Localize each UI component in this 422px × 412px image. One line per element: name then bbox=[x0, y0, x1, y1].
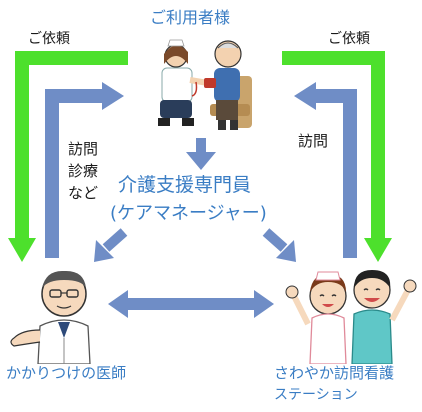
left-visit-label-line-2: 診療 bbox=[68, 162, 99, 180]
right-request-label: ご依頼 bbox=[328, 31, 370, 47]
nurses-illustration bbox=[285, 270, 417, 364]
user-with-nurse-illustration bbox=[158, 39, 252, 130]
diagonal-arrow-left bbox=[94, 228, 128, 262]
right-blue-visit-arrow bbox=[314, 89, 357, 258]
left-visit-label-line-1: 訪問 bbox=[68, 140, 99, 158]
diagonal-arrow-right bbox=[262, 228, 296, 262]
left-green-arrowhead bbox=[8, 238, 36, 262]
left-request-label: ご依頼 bbox=[28, 31, 70, 47]
center-down-arrow-shaft bbox=[196, 138, 206, 154]
left-blue-visit-arrow bbox=[45, 89, 104, 258]
right-green-arrowhead bbox=[364, 238, 392, 262]
doctor-label: かかりつけの医師 bbox=[6, 364, 127, 382]
user-title: ご利用者様 bbox=[150, 8, 231, 27]
left-blue-arrowhead bbox=[102, 82, 124, 110]
right-visit-label: 訪問 bbox=[298, 132, 329, 150]
station-label-line-2: ステーション bbox=[274, 387, 358, 403]
care-manager-subtitle: (ケアマネージャー) bbox=[110, 203, 267, 224]
double-arrow-doctor-station bbox=[108, 290, 274, 318]
right-blue-arrowhead bbox=[294, 82, 316, 110]
left-green-request-arrow bbox=[15, 51, 128, 240]
doctor-illustration bbox=[10, 270, 91, 364]
left-visit-label-line-3: など bbox=[68, 184, 99, 202]
center-down-arrowhead bbox=[186, 152, 216, 170]
left-visit-label: 訪問 診療 など bbox=[68, 138, 98, 204]
care-manager-title: 介護支援専門員 bbox=[118, 174, 252, 196]
station-label-line-1: さわやか訪問看護 bbox=[274, 364, 395, 382]
right-green-request-arrow bbox=[282, 51, 385, 240]
